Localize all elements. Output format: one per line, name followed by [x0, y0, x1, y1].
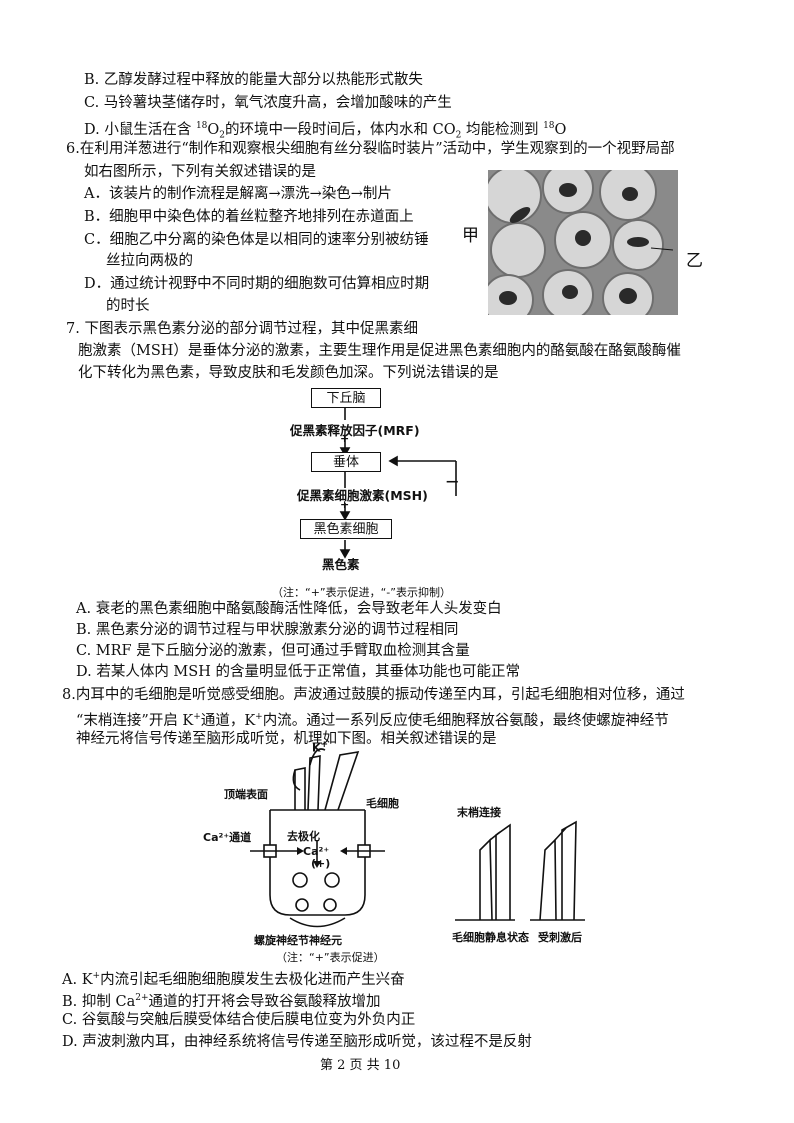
label-yi: 乙	[686, 251, 703, 271]
q8-stem-line2: “末梢连接”开启 K+通道，K+内流。通过一系列反应使毛细胞释放谷氨酸，最终使螺…	[76, 712, 669, 729]
q5-option-d: D. 小鼠生活在含 18O2的环境中一段时间后，体内水和 CO2 均能检测到 1…	[84, 121, 567, 141]
plus-paren-label: (+)	[311, 857, 331, 870]
q7-note: （注：“+”表示促进，“-”表示抑制）	[272, 586, 451, 599]
q7-option-d: D. 若某人体内 MSH 的含量明显低于正常值，其垂体功能也可能正常	[76, 664, 520, 680]
k-label: K+	[312, 740, 329, 755]
page-footer: 第 2 页 共 10	[320, 1058, 401, 1073]
q6-option-c-line1: C．细胞乙中分离的染色体是以相同的速率分别被纺锤	[84, 232, 429, 248]
q6-stem-line2: 如右图所示，下列有关叙述错误的是	[84, 164, 316, 180]
melanin-label: 黑色素	[322, 557, 360, 572]
q8-option-c: C. 谷氨酸与突触后膜受体结合使后膜电位变为外负内正	[62, 1012, 416, 1028]
depolarization-label: 去极化	[287, 830, 320, 843]
q8-option-b: B. 抑制 Ca2+通道的打开将会导致谷氨酸释放增加	[62, 993, 381, 1010]
q7-stem-line1: 7. 下图表示黑色素分泌的部分调节过程，其中促黑素细	[66, 321, 418, 337]
q8-stem-line1: 8.内耳中的毛细胞是听觉感受细胞。声波通过鼓膜的振动传递至内耳，引起毛细胞相对位…	[62, 687, 685, 703]
stimulated-label: 受刺激后	[538, 931, 582, 944]
q7-option-a: A. 衰老的黑色素细胞中酪氨酸酶活性降低，会导致老年人头发变白	[76, 601, 502, 617]
box-melanocyte: 黑色素细胞	[300, 519, 392, 539]
top-surface-label: 顶端表面	[224, 788, 268, 801]
q8-option-d: D. 声波刺激内耳，由神经系统将信号传递至脑形成听觉，该过程不是反射	[62, 1034, 532, 1050]
q8-option-a: A. K+内流引起毛细胞细胞膜发生去极化进而产生兴奋	[62, 971, 405, 988]
q7-option-b: B. 黑色素分泌的调节过程与甲状腺激素分泌的调节过程相同	[76, 622, 459, 638]
neuron-label: 螺旋神经节神经元	[254, 934, 342, 947]
q6-option-d-line1: D．通过统计视野中不同时期的细胞数可估算相应时期	[84, 276, 430, 292]
q7-stem-line2: 胞激素（MSH）是垂体分泌的激素，主要生理作用是促进黑色素细胞内的酪氨酸在酪氨酸…	[78, 343, 681, 359]
q8-stem-line3: 神经元将信号传递至脑形成听觉，机理如下图。相关叙述错误的是	[76, 731, 497, 747]
q8-note: （注：“+”表示促进）	[276, 951, 385, 964]
plus-sign-2: +	[340, 498, 350, 511]
ca-channel-label: Ca²⁺通道	[203, 831, 252, 844]
q6-option-c-line2: 丝拉向两极的	[106, 253, 193, 269]
plus-sign-1: +	[340, 432, 350, 445]
label-jia: 甲	[462, 226, 479, 246]
q6-option-d-line2: 的时长	[106, 298, 150, 314]
q5-option-c: C. 马铃薯块茎储存时，氧气浓度升高，会增加酸味的产生	[84, 95, 452, 111]
msh-label: 促黑素细胞激素(MSH)	[297, 488, 428, 503]
q6-option-a: A．该装片的制作流程是解离→漂洗→染色→制片	[84, 186, 392, 202]
q7-stem-line3: 化下转化为黑色素，导致皮肤和毛发颜色加深。下列说法错误的是	[78, 365, 499, 381]
rest-state-label: 毛细胞静息状态	[452, 931, 529, 944]
hair-cell-diagram	[250, 748, 585, 928]
ca-ion-label: Ca²⁺	[303, 845, 330, 858]
mrf-label: 促黑素释放因子(MRF)	[290, 423, 420, 438]
q6-option-b: B．细胞甲中染色体的着丝粒整齐地排列在赤道面上	[84, 209, 414, 225]
box-pituitary: 垂体	[311, 452, 381, 472]
box-hypothalamus: 下丘脑	[311, 388, 381, 408]
q7-diagram-arrows	[339, 406, 457, 559]
q7-option-c: C. MRF 是下丘脑分泌的激素，但可通过手臂取血检测其含量	[76, 643, 470, 659]
q5-option-b: B. 乙醇发酵过程中释放的能量大部分以热能形式散失	[84, 72, 423, 88]
hair-cell-label: 毛细胞	[366, 797, 399, 810]
q6-stem-line1: 6.在利用洋葱进行“制作和观察根尖细胞有丝分裂临时装片”活动中，学生观察到的一个…	[66, 141, 675, 157]
minus-sign: —	[446, 473, 459, 488]
tip-link-label: 末梢连接	[457, 806, 501, 819]
micrograph-image	[488, 170, 678, 315]
